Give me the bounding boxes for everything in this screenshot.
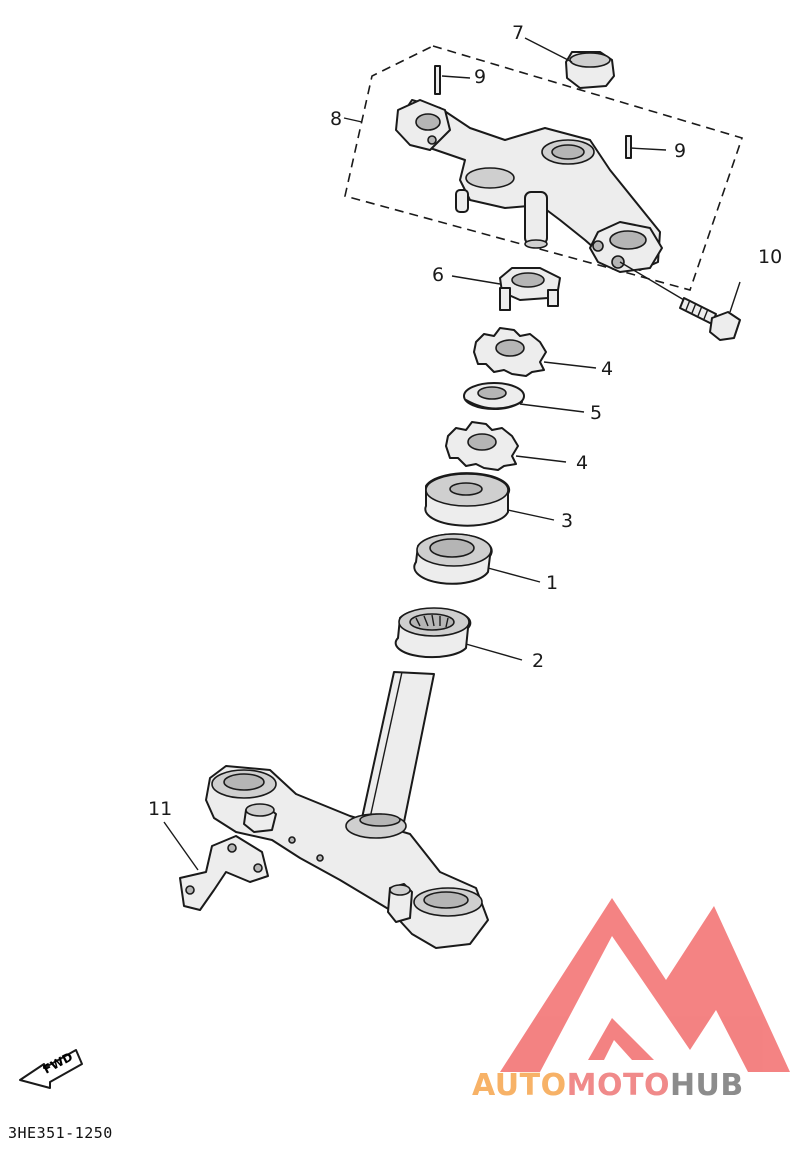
under-bracket [205,671,489,949]
lock-washer [499,267,561,311]
ring-nut-upper [473,327,547,377]
callout-7: 7 [512,22,525,44]
callout-1: 1 [546,572,559,594]
automotohub-logo-mark [500,898,790,1072]
watermark-text: AUTOMOTOHUB [472,1068,744,1103]
callout-5: 5 [590,402,603,424]
fwd-arrow-icon: FWD [19,1049,83,1089]
callout-3: 3 [561,510,574,532]
pin-9-right [625,135,632,159]
cap-nut [565,51,615,89]
pin-9-left [434,65,441,95]
callout-4-lower: 4 [576,452,589,474]
callout-9-right: 9 [674,140,687,162]
hose-bracket [179,835,269,911]
watermark-part-auto: AUTO [472,1068,567,1103]
bearing-lower [394,607,472,659]
callout-2: 2 [532,650,545,672]
pinch-bolt [619,261,741,341]
watermark-part-moto: MOTO [566,1068,670,1103]
fwd-label: FWD [41,1050,75,1077]
callout-8: 8 [330,108,343,130]
diagram-code: 3HE351-1250 [8,1124,113,1142]
ring-nut-lower [445,421,519,471]
bearing-upper [413,533,493,585]
watermark-part-hub: HUB [669,1068,744,1103]
callout-4-upper: 4 [601,358,614,380]
washer [463,382,525,410]
callout-9-left: 9 [474,66,487,88]
upper-bracket-assembly [344,45,744,291]
callout-10: 10 [758,246,783,268]
callout-6: 6 [432,264,445,286]
dust-seal [424,472,511,527]
callout-11: 11 [148,798,173,820]
leader-lines [163,37,741,871]
